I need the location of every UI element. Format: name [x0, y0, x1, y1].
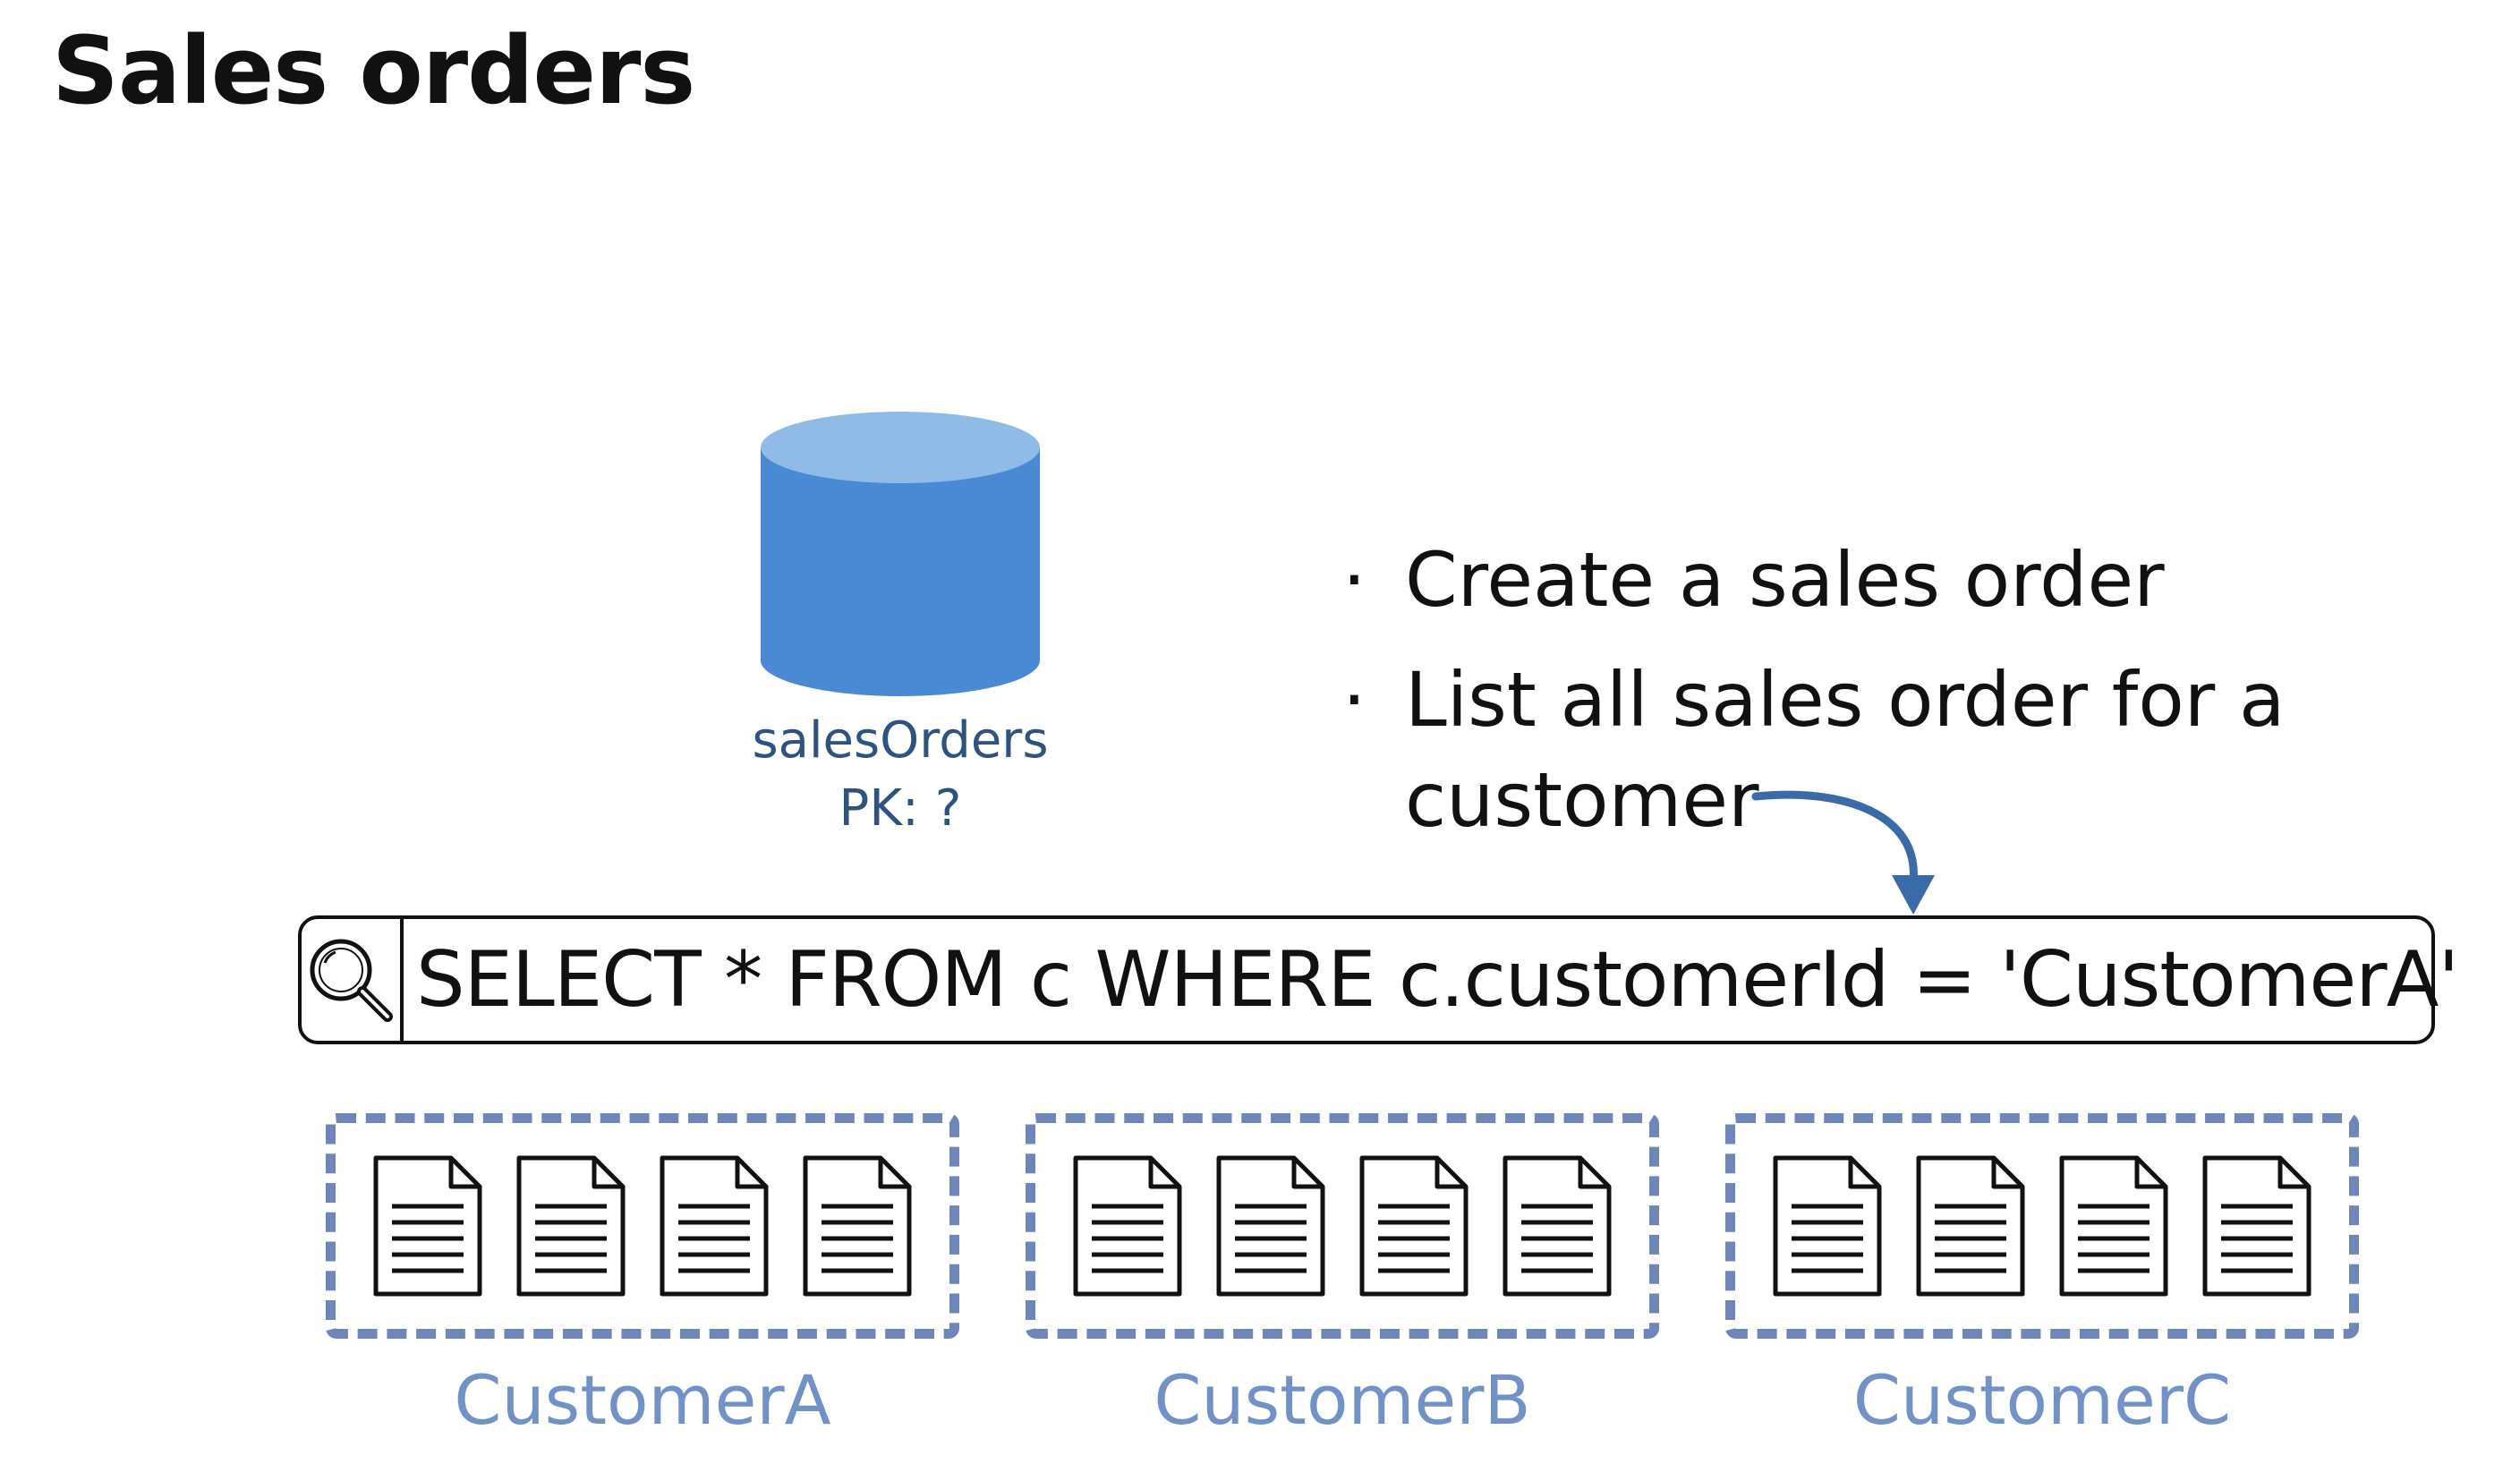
- bullet-dot: ·: [1342, 656, 1366, 744]
- partition-label: CustomerC: [1852, 1360, 2232, 1440]
- bullet-dot: ·: [1342, 536, 1366, 624]
- operation-text: List all sales order for a customer: [1405, 656, 2286, 844]
- query-bar: SELECT * FROM c WHERE c.customerId = 'Cu…: [298, 915, 2459, 1044]
- document-icon: [2058, 1154, 2169, 1298]
- document-icon: [1358, 1154, 1469, 1298]
- page-title: Sales orders: [52, 16, 695, 125]
- database-cylinder-icon: [761, 410, 1040, 705]
- partition-label: CustomerB: [1154, 1360, 1531, 1440]
- document-icon: [1915, 1154, 2026, 1298]
- document-icon: [1772, 1154, 1883, 1298]
- document-icon: [1072, 1154, 1183, 1298]
- document-icon: [1502, 1154, 1613, 1298]
- container-name: salesOrders: [752, 711, 1049, 770]
- partition-customer-c: [1725, 1113, 2359, 1339]
- document-icon: [802, 1154, 913, 1298]
- magnifier-icon: [302, 919, 404, 1041]
- query-text: SELECT * FROM c WHERE c.customerId = 'Cu…: [416, 935, 2459, 1025]
- operation-text: Create a sales order: [1405, 536, 2165, 624]
- document-icon: [1215, 1154, 1326, 1298]
- partition-label: CustomerA: [454, 1360, 831, 1440]
- operations-list: · Create a sales order · List all sales …: [1342, 530, 2416, 850]
- partition-key-label: PK: ?: [839, 779, 962, 838]
- document-icon: [2201, 1154, 2312, 1298]
- document-icon: [372, 1154, 483, 1298]
- partition-customer-a: [326, 1113, 959, 1339]
- partition-customer-b: [1026, 1113, 1659, 1339]
- document-icon: [515, 1154, 626, 1298]
- operation-item: · Create a sales order: [1342, 530, 2416, 630]
- operation-item: · List all sales order for a customer: [1342, 650, 2416, 850]
- document-icon: [659, 1154, 770, 1298]
